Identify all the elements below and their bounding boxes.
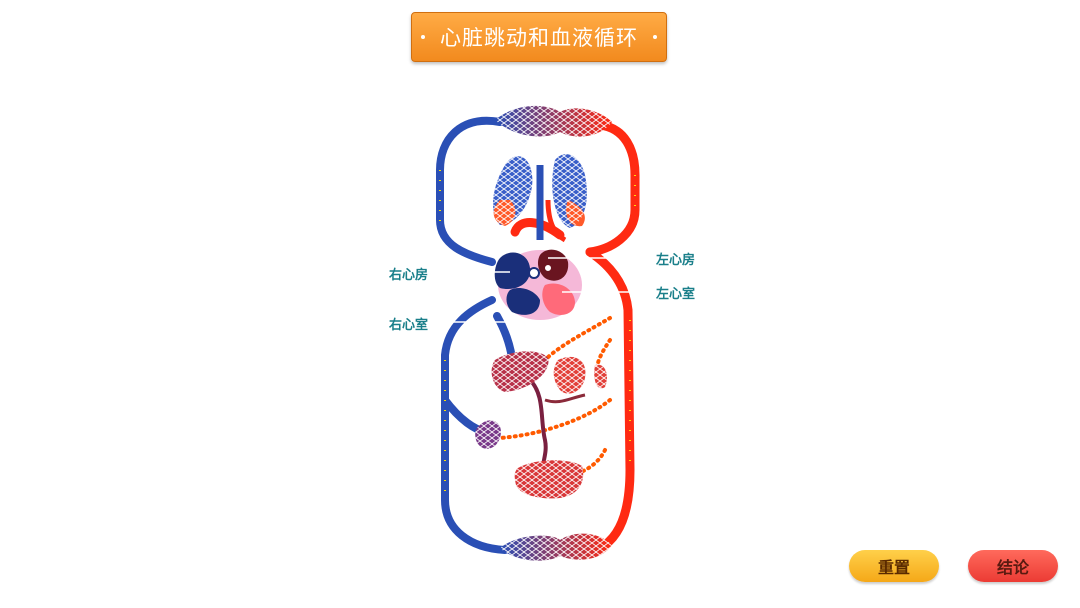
label-right-atrium: 右心房 xyxy=(389,268,429,283)
title-dot-right xyxy=(653,35,657,39)
systemic-flow-dots xyxy=(439,170,636,500)
intestine-capillaries xyxy=(514,460,584,499)
label-right-ventricle: 右心室 xyxy=(389,318,429,333)
title-text: 心脏跳动和血液循环 xyxy=(440,26,638,50)
left-lung xyxy=(493,156,533,226)
portal-vein xyxy=(528,378,548,472)
right-ventricle-chamber xyxy=(506,288,540,315)
page-title: 心脏跳动和血液循环 xyxy=(411,12,667,62)
label-left-ventricle: 左心室 xyxy=(656,287,696,302)
right-lung xyxy=(552,154,587,228)
pulmonary-vein xyxy=(545,199,567,243)
kidney-capillaries xyxy=(475,420,501,449)
heart xyxy=(494,249,582,320)
label-leader-lines xyxy=(440,257,650,323)
lower-body-capillaries xyxy=(500,533,612,561)
title-dot-left xyxy=(421,35,425,39)
conclusion-button[interactable]: 结论 xyxy=(968,550,1058,582)
label-left-atrium: 左心房 xyxy=(656,253,696,268)
spleen-capillaries xyxy=(594,364,607,389)
upper-body-capillaries xyxy=(495,105,612,137)
organ-branch xyxy=(544,393,586,404)
stomach-capillaries xyxy=(553,356,586,394)
organ-arteries xyxy=(498,316,612,480)
right-atrium-chamber xyxy=(494,252,531,290)
reset-button[interactable]: 重置 xyxy=(849,550,939,582)
liver-capillaries xyxy=(491,351,549,392)
